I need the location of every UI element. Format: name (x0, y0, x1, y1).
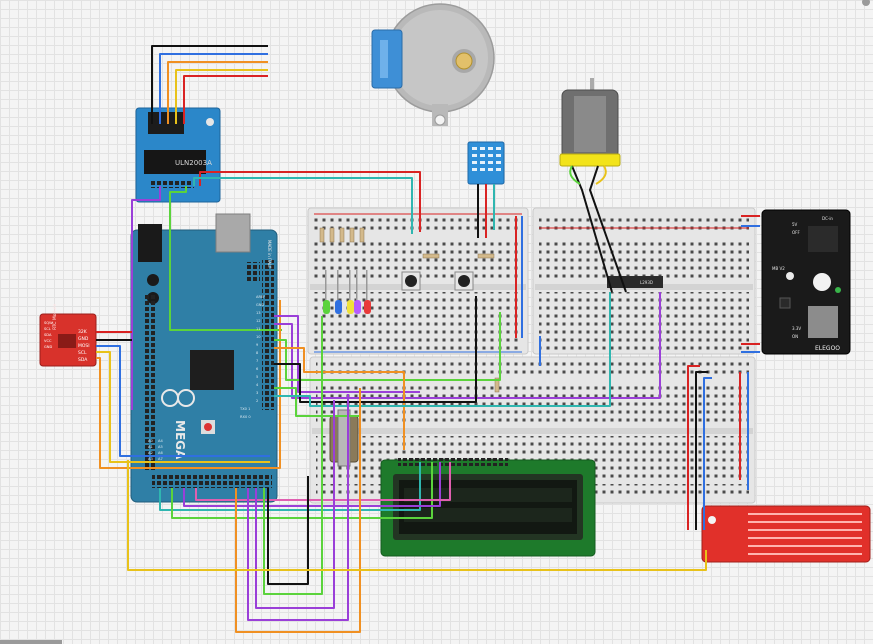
arduino-mega[interactable]: MEGA MADE in ITALY (130, 213, 278, 503)
dht-sensor[interactable] (467, 141, 505, 185)
power-label-mb: MB V2 (772, 266, 785, 271)
arduino-made-label: MADE in ITALY (267, 240, 272, 269)
power-dc-label: DC-in (822, 216, 833, 221)
power-label-3v3: 3.3V (792, 326, 801, 331)
arduino-analog-labels: A0 A1 A2 A3 A4 A5 A6 A7 (148, 439, 163, 461)
rtc-pin-r4: SDA (78, 357, 88, 363)
power-brand-label: ELEGOO (815, 345, 840, 352)
arduino-pin-9: 6 (256, 367, 259, 371)
ic-label: L293D (640, 280, 653, 285)
scroll-indicator[interactable] (0, 640, 62, 644)
arduino-pin-12: 3 (256, 391, 258, 395)
rtc-title: RTC Module (52, 304, 58, 330)
rtc-pin-r1: GND (78, 336, 89, 342)
arduino-pin-5: 10 (256, 335, 261, 339)
rtc-pin-l1: SCL (44, 327, 51, 331)
stepper-motor[interactable] (371, 3, 495, 126)
water-level-sensor[interactable] (701, 505, 871, 563)
arduino-pin-6: 9 (256, 343, 259, 347)
arduino-analog-2: A2 (148, 451, 153, 455)
push-button-1[interactable] (401, 271, 421, 291)
arduino-pin-3: 12 (256, 319, 261, 323)
power-label-on: ON (792, 334, 798, 339)
arduino-pin-4: 11 (256, 327, 261, 331)
rtc-pin-l0: SQW (44, 321, 53, 325)
arduino-brand-label: MEGA (173, 420, 187, 460)
rtc-pin-r3: SCL (78, 350, 87, 356)
power-label-off-top: OFF (792, 230, 800, 235)
arduino-analog-3: A3 (148, 457, 153, 461)
led-green (323, 270, 330, 314)
arduino-analog-6: A6 (158, 451, 163, 455)
arduino-pin-1: GND (256, 303, 264, 307)
rtc-pin-labels-left: SQW SCL SDA VCC GND (44, 321, 53, 349)
arduino-pin-11: 4 (256, 383, 259, 387)
arduino-analog-4: A4 (158, 439, 163, 443)
rtc-pin-labels: 32K GND MOSI SCL SDA (78, 329, 90, 363)
push-button-2[interactable] (454, 271, 474, 291)
lcd-display[interactable] (380, 458, 596, 557)
arduino-analog-0: A0 (148, 439, 153, 443)
rtc-pin-r0: 32K (78, 329, 88, 335)
arduino-pin-labels: AREF GND 13 12 11 10 9 8 7 6 5 4 3 2 TX0… (239, 295, 265, 419)
corner-indicator-icon (862, 0, 870, 6)
uln2003-driver-board[interactable]: ULN2003A (135, 107, 221, 203)
arduino-pin-2: 13 (256, 311, 261, 315)
power-supply-module[interactable]: ELEGOO DC-in (761, 209, 851, 355)
dc-motor[interactable] (559, 78, 621, 167)
arduino-pin-14: TX0 1 (239, 407, 250, 411)
wires (96, 45, 760, 633)
resistors (319, 227, 500, 393)
motor-driver-ic[interactable]: L293D (607, 276, 663, 288)
rtc-pin-l4: GND (44, 345, 52, 349)
arduino-pin-0: AREF (256, 295, 265, 299)
arduino-analog-7: A7 (158, 457, 163, 461)
uln-chip-label: ULN2003A (175, 159, 212, 167)
arduino-pin-7: 8 (256, 351, 259, 355)
arduino-pin-15: RX0 0 (240, 415, 251, 419)
arduino-pin-8: 7 (256, 359, 258, 363)
rtc-module[interactable]: RTC Module (39, 304, 97, 367)
power-label-5v-top: 5V (792, 222, 798, 227)
led-blue (335, 270, 342, 314)
arduino-pin-13: 2 (256, 399, 258, 403)
rtc-pin-l3: VCC (44, 339, 52, 343)
led-red (364, 270, 371, 314)
power-module-labels: 5V OFF 3.3V ON MB V2 (772, 222, 801, 339)
led-purple (354, 270, 361, 314)
arduino-analog-1: A1 (148, 445, 153, 449)
rtc-pin-l2: SDA (44, 333, 52, 337)
led-yellow (347, 270, 354, 314)
arduino-analog-5: A5 (158, 445, 163, 449)
rtc-pin-r2: MOSI (78, 343, 90, 349)
arduino-pin-10: 5 (256, 375, 258, 379)
